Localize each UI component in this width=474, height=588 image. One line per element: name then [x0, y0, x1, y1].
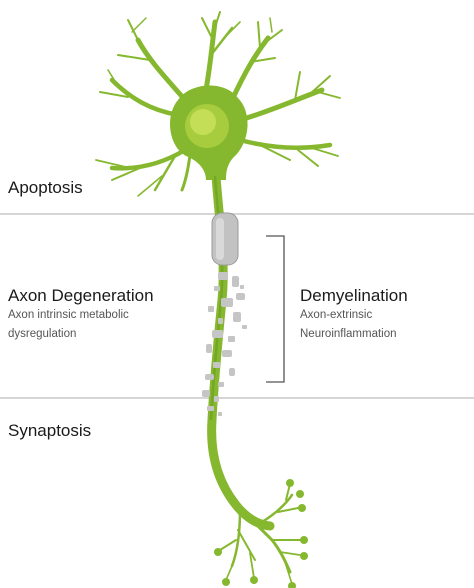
demyelination-detail-2: Neuroinflammation: [300, 328, 397, 340]
myelin-fragments: [202, 272, 247, 416]
myelin-sheath: [211, 212, 239, 266]
synaptosis-label: Synaptosis: [8, 421, 92, 440]
terminal-boutons: [214, 479, 308, 588]
axon-degeneration-detail-1: Axon intrinsic metabolic: [8, 309, 129, 321]
apoptosis-label: Apoptosis: [8, 178, 83, 197]
axon-degeneration-detail-2: dysregulation: [8, 328, 77, 340]
axon-terminals: [219, 483, 301, 585]
axon-degeneration-label: Axon Degeneration: [8, 286, 154, 305]
demyelination-detail-1: Axon-extrinsic: [300, 309, 373, 321]
dendrites: [95, 11, 341, 197]
nucleolus: [190, 109, 216, 135]
demyelination-bracket: [266, 235, 285, 383]
demyelination-label: Demyelination: [300, 286, 408, 305]
